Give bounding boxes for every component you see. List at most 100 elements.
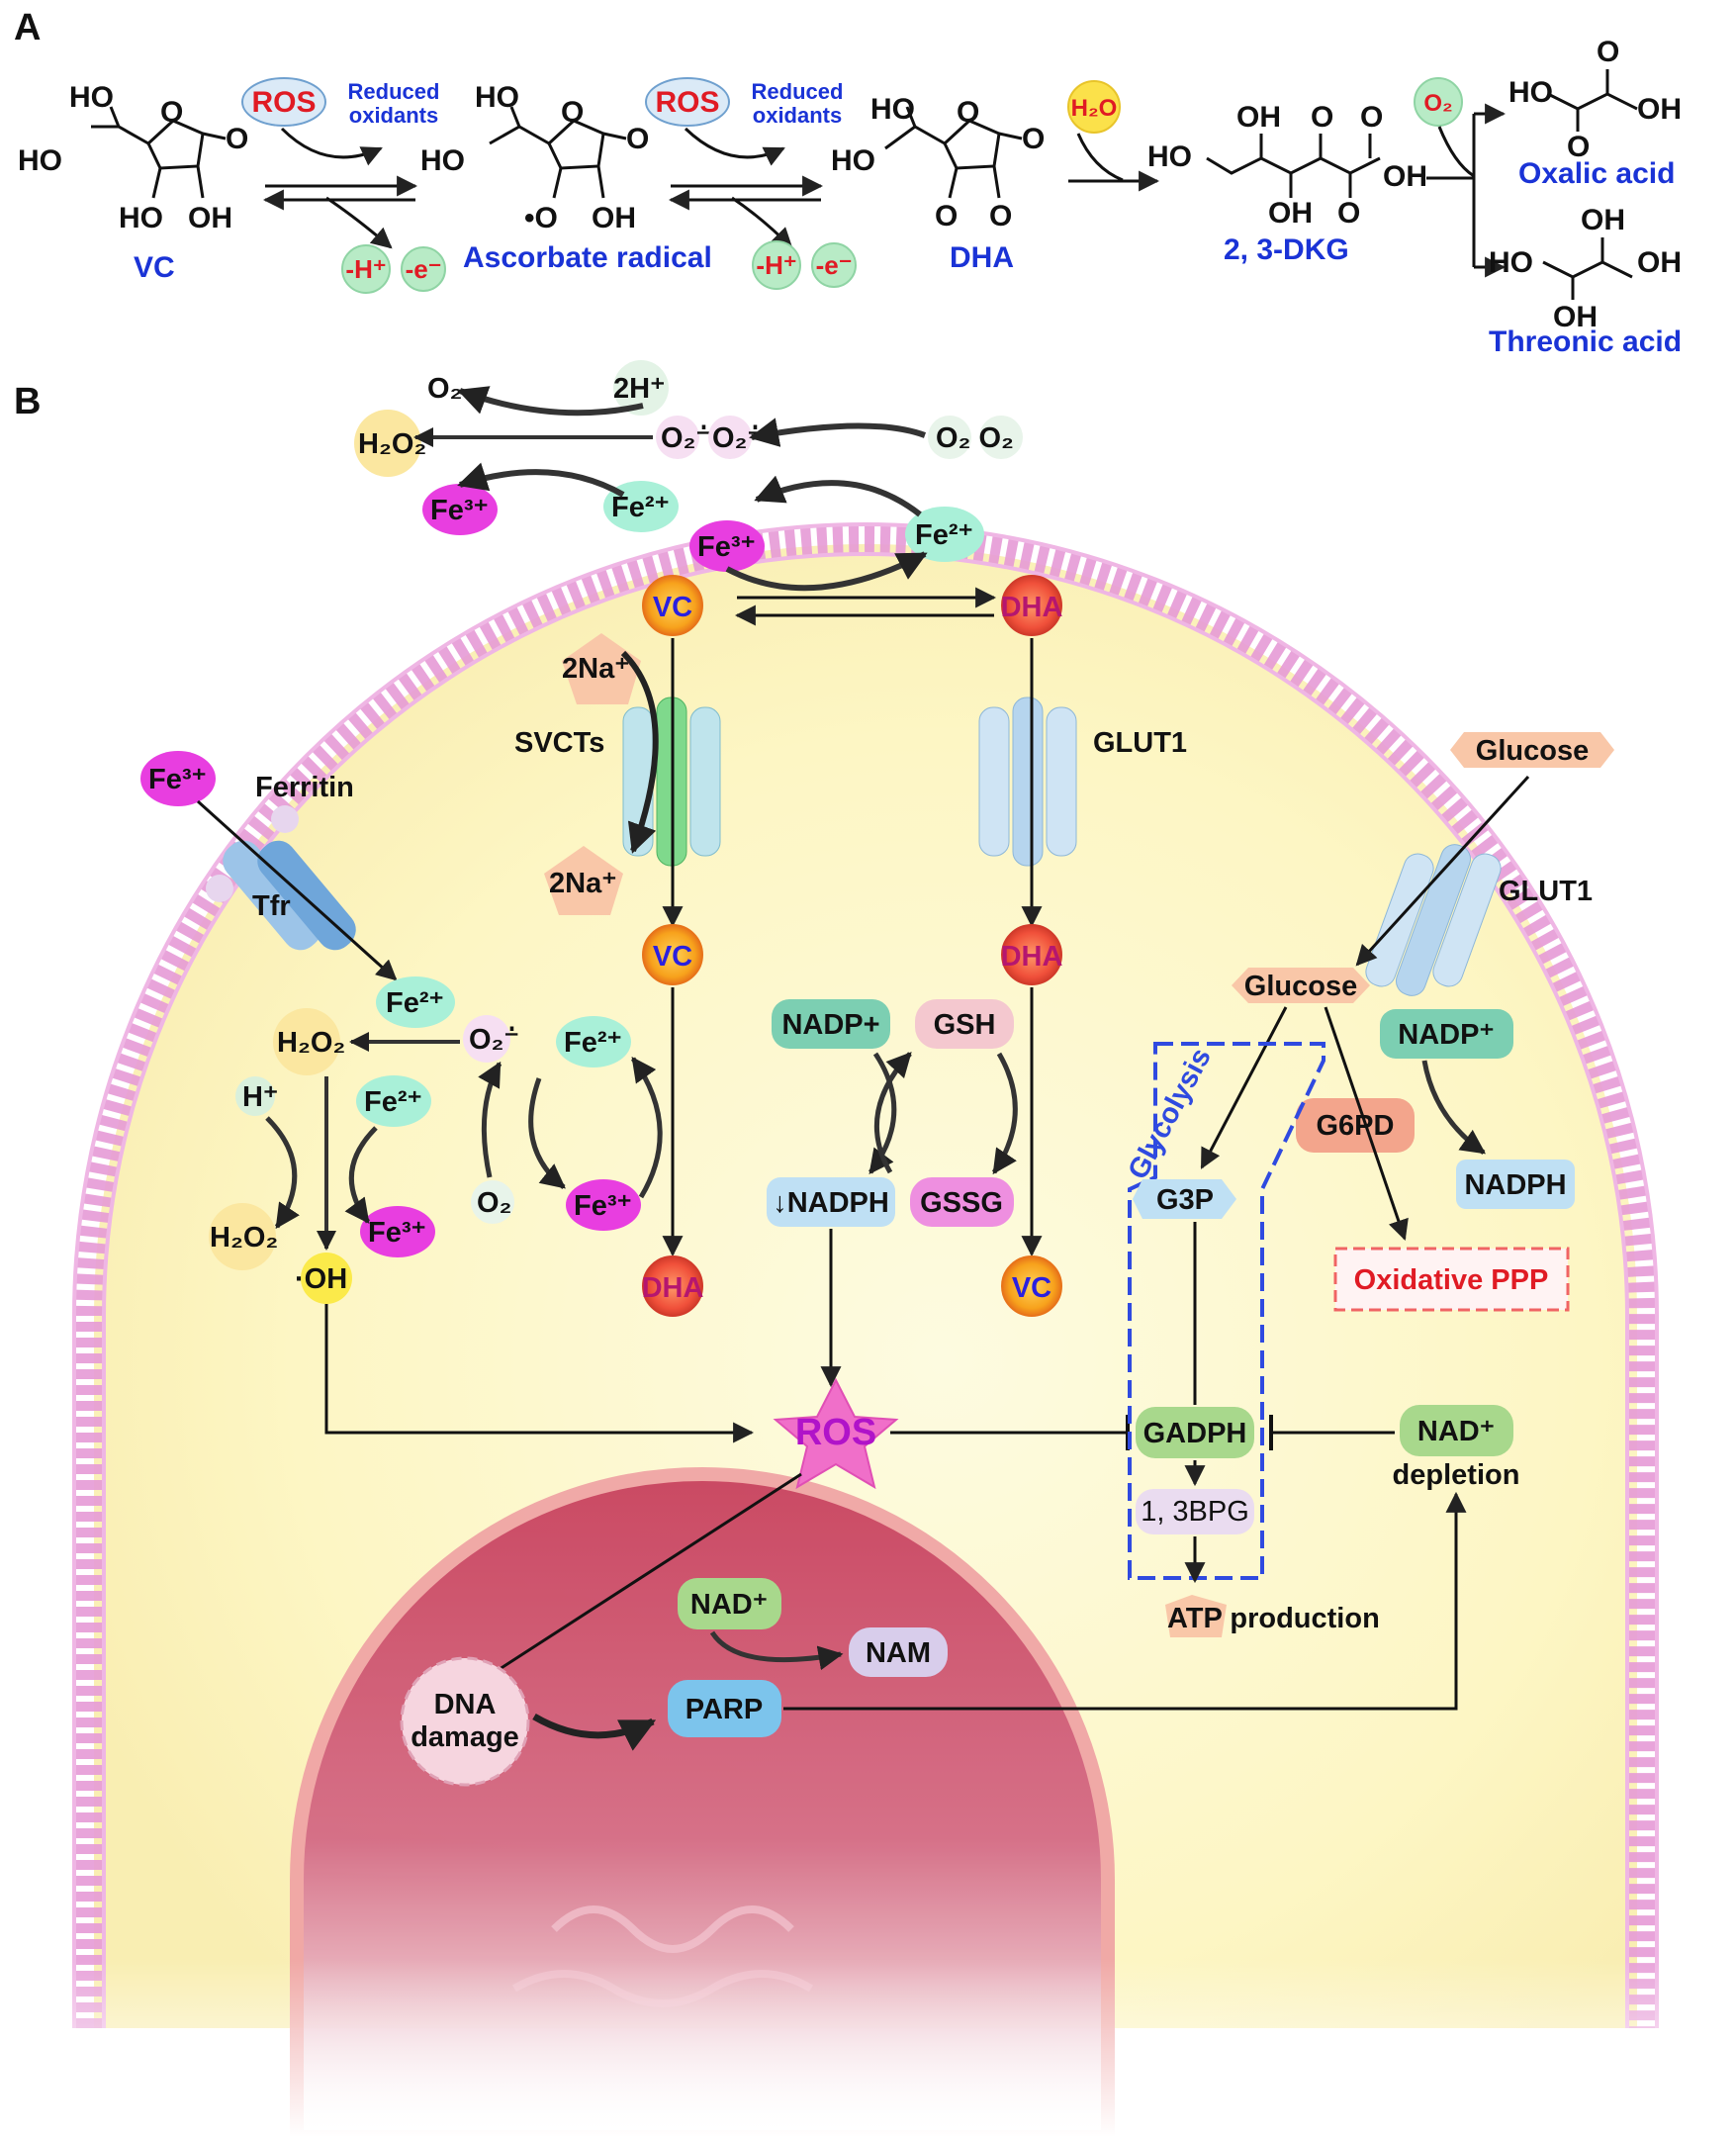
dkg-ho: HO: [1147, 140, 1192, 173]
two-na-top: 2Na⁺: [562, 653, 630, 685]
bpg: 1, 3BPG: [1141, 1496, 1249, 1528]
glut1-right-label: GLUT1: [1499, 876, 1593, 907]
glut1-transporter-center: [978, 697, 1077, 867]
ar-ho-top: HO: [475, 81, 519, 114]
equilibrium-arrows-2: [668, 127, 824, 249]
vc-carbonyl-o: O: [226, 123, 248, 155]
dha-orb-inside: [1001, 924, 1062, 985]
gadph-box: [1136, 1407, 1254, 1458]
h2o2-bottom: H₂O₂: [210, 1222, 278, 1254]
ar-oh-bottom: OH: [592, 202, 636, 234]
o2-pair-bubble-2: [979, 416, 1023, 459]
fe3-bubble-top: [422, 484, 498, 535]
nad-nucleus-box: [678, 1578, 781, 1629]
dna-to-parp-arrow: [532, 1713, 657, 1751]
vc-inside: VC: [653, 941, 692, 973]
o2-pair-bubble-1: [928, 416, 971, 459]
reduced-oxidants-2-line1: Reduced: [752, 79, 844, 104]
o2-pair-label: O₂ O₂: [936, 422, 1014, 454]
parp: PARP: [685, 1694, 763, 1725]
superoxide-mid: O₂⁻̇: [469, 1024, 519, 1056]
two-na-top-shape: [562, 633, 641, 704]
ros-badge-1: [241, 77, 326, 127]
ros-star: [773, 1377, 899, 1490]
nad-depletion: NAD⁺: [1417, 1416, 1495, 1447]
ros-center: ROS: [795, 1412, 876, 1453]
superoxide-1: O₂⁻̇: [661, 422, 711, 454]
o2-cycle: O₂: [477, 1187, 511, 1219]
dha-top: DHA: [1001, 592, 1063, 623]
down-nadph-box: [767, 1177, 895, 1227]
vc-label: VC: [134, 251, 175, 284]
glut1-transporter-right: [1365, 844, 1502, 996]
two-h-label: 2H⁺: [613, 373, 665, 405]
fe2-top: Fe²⁺: [611, 492, 670, 523]
down-nadph: ↓NADPH: [773, 1187, 889, 1219]
glucose-outside-shape: [1450, 732, 1614, 768]
dha-carbonyl-o: O: [1022, 123, 1045, 155]
dha-o-bottom-2: O: [989, 200, 1012, 232]
vc-top: VC: [653, 592, 692, 623]
reduced-oxidants-2-line2: oxidants: [753, 103, 842, 128]
gsh: GSH: [934, 1009, 996, 1041]
h2o-label: H₂O: [1071, 95, 1118, 122]
fe2-bubble-fenton: [356, 1075, 431, 1127]
vc-orb-top: [642, 575, 703, 636]
vc-bottom: VC: [1012, 1272, 1051, 1304]
nadp-plus-box: [772, 999, 890, 1049]
superoxide-bubble-1: [656, 416, 699, 459]
hydroxyl: ·OH: [295, 1263, 347, 1295]
threonic-acid-structure: HO OH OH OH Threonic acid: [1489, 204, 1682, 358]
vc-ring-o: O: [160, 96, 183, 129]
fenton-arrows: [265, 1076, 378, 1251]
ar-ho-left: HO: [420, 144, 465, 177]
h-loss-2: [752, 240, 801, 290]
e-loss-1: [401, 246, 446, 292]
parp-to-nad-depletion-arrow: [783, 1491, 1467, 1711]
oxalic-o-top: O: [1597, 36, 1619, 68]
ros-to-dna-arrow: [478, 1472, 802, 1684]
vc-ho-left: HO: [18, 144, 62, 177]
fe2-fenton: Fe²⁺: [364, 1086, 422, 1118]
superoxide-bubble-2: [708, 416, 752, 459]
threonic-acid-label: Threonic acid: [1489, 325, 1682, 358]
nadp-plus: NADP+: [781, 1009, 879, 1041]
fe3-mid: Fe³⁺: [697, 531, 756, 563]
bpg-box: [1136, 1489, 1254, 1534]
reduced-oxidants-1-line1: Reduced: [348, 79, 440, 104]
gssg-box: [910, 1177, 1014, 1227]
tfr-label: Tfr: [252, 890, 291, 922]
oxalic-acid-structure: HO O O OH Oxalic acid: [1508, 36, 1682, 190]
ppp-arrows: [1200, 1006, 1487, 1241]
vc-ho-top: HO: [69, 81, 114, 114]
h2o2-mid: H₂O₂: [277, 1027, 345, 1059]
ascorbate-radical-label: Ascorbate radical: [463, 241, 712, 274]
dkg-o-top-1: O: [1311, 101, 1333, 134]
dna-damage-circle: [400, 1656, 530, 1787]
hydroxyl-bubble: [301, 1253, 352, 1304]
g6pd: G6PD: [1317, 1110, 1395, 1142]
o2-cycle-bubble: [471, 1180, 514, 1224]
vc-structure: HO O O HO HO OH VC: [18, 81, 248, 284]
fe3-cycle: Fe³⁺: [574, 1190, 632, 1222]
dkg-label: 2, 3-DKG: [1224, 233, 1349, 266]
glucose-inside-shape: [1232, 968, 1370, 1003]
fe3-left: Fe³⁺: [148, 764, 207, 795]
e-loss-2-label: -e⁻: [816, 250, 853, 280]
svcts-label: SVCTs: [514, 727, 604, 759]
vc-oh-bottom: OH: [188, 202, 232, 234]
fe3-bubble-left: [140, 751, 216, 806]
gsh-box: [915, 999, 1014, 1049]
e-loss-1-label: -e⁻: [406, 254, 442, 284]
fe2-cycle: Fe²⁺: [564, 1027, 622, 1059]
h-plus: H⁺: [242, 1081, 278, 1113]
h2o2-top-label: H₂O₂: [358, 428, 426, 460]
g3p-shape: [1133, 1179, 1236, 1219]
glut1-center-label: GLUT1: [1093, 727, 1187, 759]
atp-shape: [1165, 1595, 1227, 1637]
glucose-outside: Glucose: [1476, 735, 1589, 767]
nadph-right-box: [1456, 1160, 1575, 1209]
ascorbate-radical-structure: HO O O HO •O OH Ascorbate radical: [420, 81, 712, 274]
dkg-structure: HO OH O O OH O OH 2, 3-DKG: [1147, 101, 1427, 266]
